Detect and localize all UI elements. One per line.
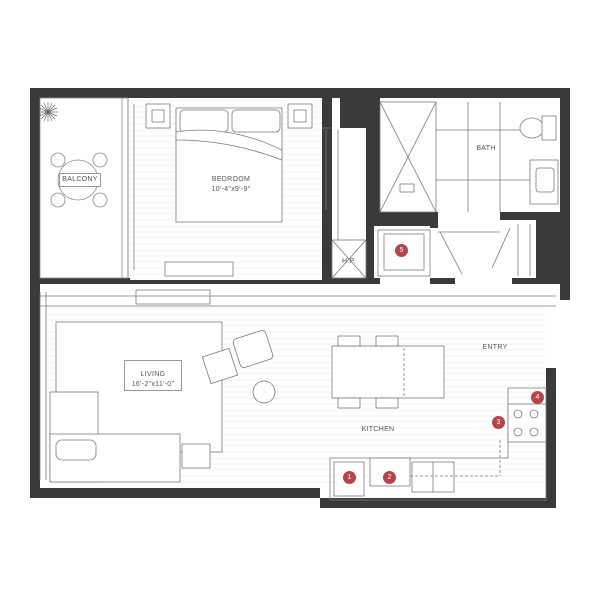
balcony-label: BALCONY	[59, 173, 101, 187]
bedroom-furniture	[133, 103, 339, 305]
exterior-walls	[30, 88, 570, 508]
living-label: LIVING 16'-2"x11'-0"	[124, 360, 182, 391]
marker-5: 5	[395, 244, 408, 257]
bedroom-label: BEDROOM 10'-4"x9'-9"	[198, 168, 264, 193]
bedroom-dims: 10'-4"x9'-9"	[211, 186, 251, 193]
living-name: LIVING	[140, 371, 166, 378]
hp-laundry	[331, 224, 531, 279]
balcony-area	[38, 97, 129, 279]
marker-4: 4	[531, 391, 544, 404]
marker-3: 3	[492, 416, 505, 429]
bath-label: BATH	[476, 145, 496, 152]
kitchen-label: KITCHEN	[361, 426, 395, 433]
kitchen-counter	[329, 387, 547, 501]
marker-1: 1	[343, 471, 356, 484]
living-furniture	[39, 292, 556, 483]
plant-icon	[38, 102, 58, 122]
marker-2: 2	[383, 471, 396, 484]
living-dims: 16'-2"x11'-0"	[131, 381, 175, 388]
bath-fixtures	[379, 101, 559, 213]
bedroom-name: BEDROOM	[211, 176, 251, 183]
entry-label: ENTRY	[482, 344, 508, 351]
hp-label: H.P.	[342, 258, 356, 265]
